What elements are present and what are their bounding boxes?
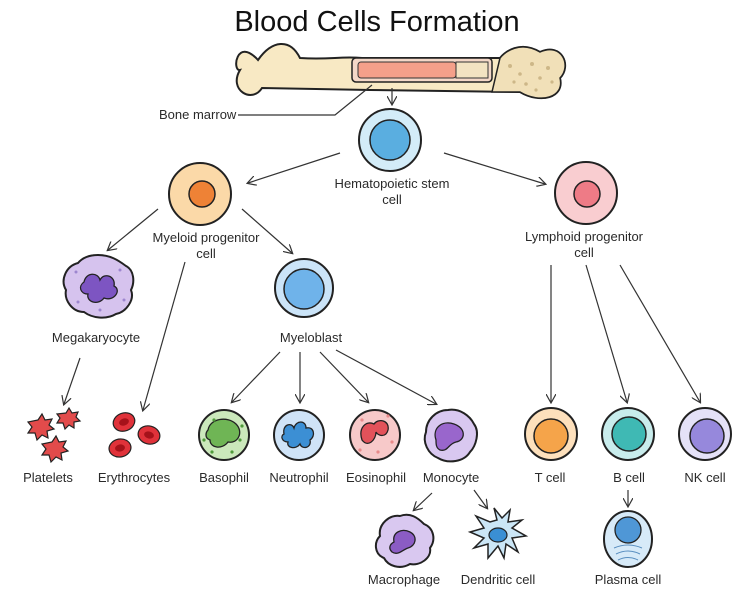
arrow-lymphoid-nkcell <box>619 264 700 402</box>
neutrophil-label: Neutrophil <box>269 470 329 485</box>
basophil-cell <box>198 409 250 461</box>
lymphoid-progenitor-cell <box>554 161 618 225</box>
arrow-monocyte-macrophage <box>414 492 433 510</box>
monocyte-label: Monocyte <box>422 470 480 485</box>
b-cell <box>601 407 655 461</box>
myeloid-progenitor-cell <box>168 162 232 226</box>
erythrocytes-label: Erythrocytes <box>97 470 171 485</box>
plasma-label: Plasma cell <box>594 572 662 587</box>
bcell-label: B cell <box>613 470 645 485</box>
plasma-cell <box>603 510 653 568</box>
bone-marrow-label: Bone marrow <box>159 107 237 122</box>
bone-marrow-pointer <box>238 84 373 116</box>
dendritic-label: Dendritic cell <box>460 572 536 587</box>
basophil-label: Basophil <box>199 470 249 485</box>
myeloid-label: Myeloid progenitor cell <box>152 230 260 261</box>
arrow-myeloid-myeloblast <box>241 208 292 253</box>
dendritic-cell <box>467 507 529 561</box>
arrow-lymphoid-bcell <box>585 264 627 402</box>
macrophage-cell <box>374 513 435 568</box>
arrow-myeloblast-monocyte <box>335 349 436 404</box>
arrow-megakaryocyte-platelets <box>64 357 81 404</box>
arrow-myeloid-megakaryocyte <box>108 208 159 250</box>
myeloblast-label: Myeloblast <box>279 330 343 345</box>
arrow-hsc-myeloid <box>248 152 341 183</box>
t-cell <box>524 407 578 461</box>
nkcell-label: NK cell <box>684 470 726 485</box>
megakaryocyte-label: Megakaryocyte <box>51 330 141 345</box>
neutrophil-cell <box>273 409 325 461</box>
hsc-label: Hematopoietic stem cell <box>334 176 450 207</box>
myeloblast-cell <box>274 258 334 318</box>
arrow-myeloblast-eosinophil <box>319 351 368 402</box>
eosinophil-cell <box>349 409 401 461</box>
macrophage-label: Macrophage <box>367 572 441 587</box>
page-title: Blood Cells Formation <box>234 6 520 38</box>
arrow-myeloblast-basophil <box>232 351 281 402</box>
arrow-monocyte-dendritic <box>473 489 487 508</box>
megakaryocyte-cell <box>62 253 135 319</box>
red-blood-cell-icon <box>108 412 161 458</box>
eosinophil-label: Eosinophil <box>346 470 406 485</box>
tcell-label: T cell <box>534 470 566 485</box>
lymphoid-label: Lymphoid progenitor cell <box>524 229 644 260</box>
bone-icon <box>235 43 567 100</box>
platelet-icon <box>26 406 82 464</box>
stem-cell-icon <box>358 108 422 172</box>
arrow-myeloid-erythrocytes <box>143 261 186 410</box>
platelets-label: Platelets <box>23 470 73 485</box>
monocyte-cell <box>423 408 478 463</box>
arrow-hsc-lymphoid <box>443 152 545 184</box>
nk-cell <box>678 407 732 461</box>
